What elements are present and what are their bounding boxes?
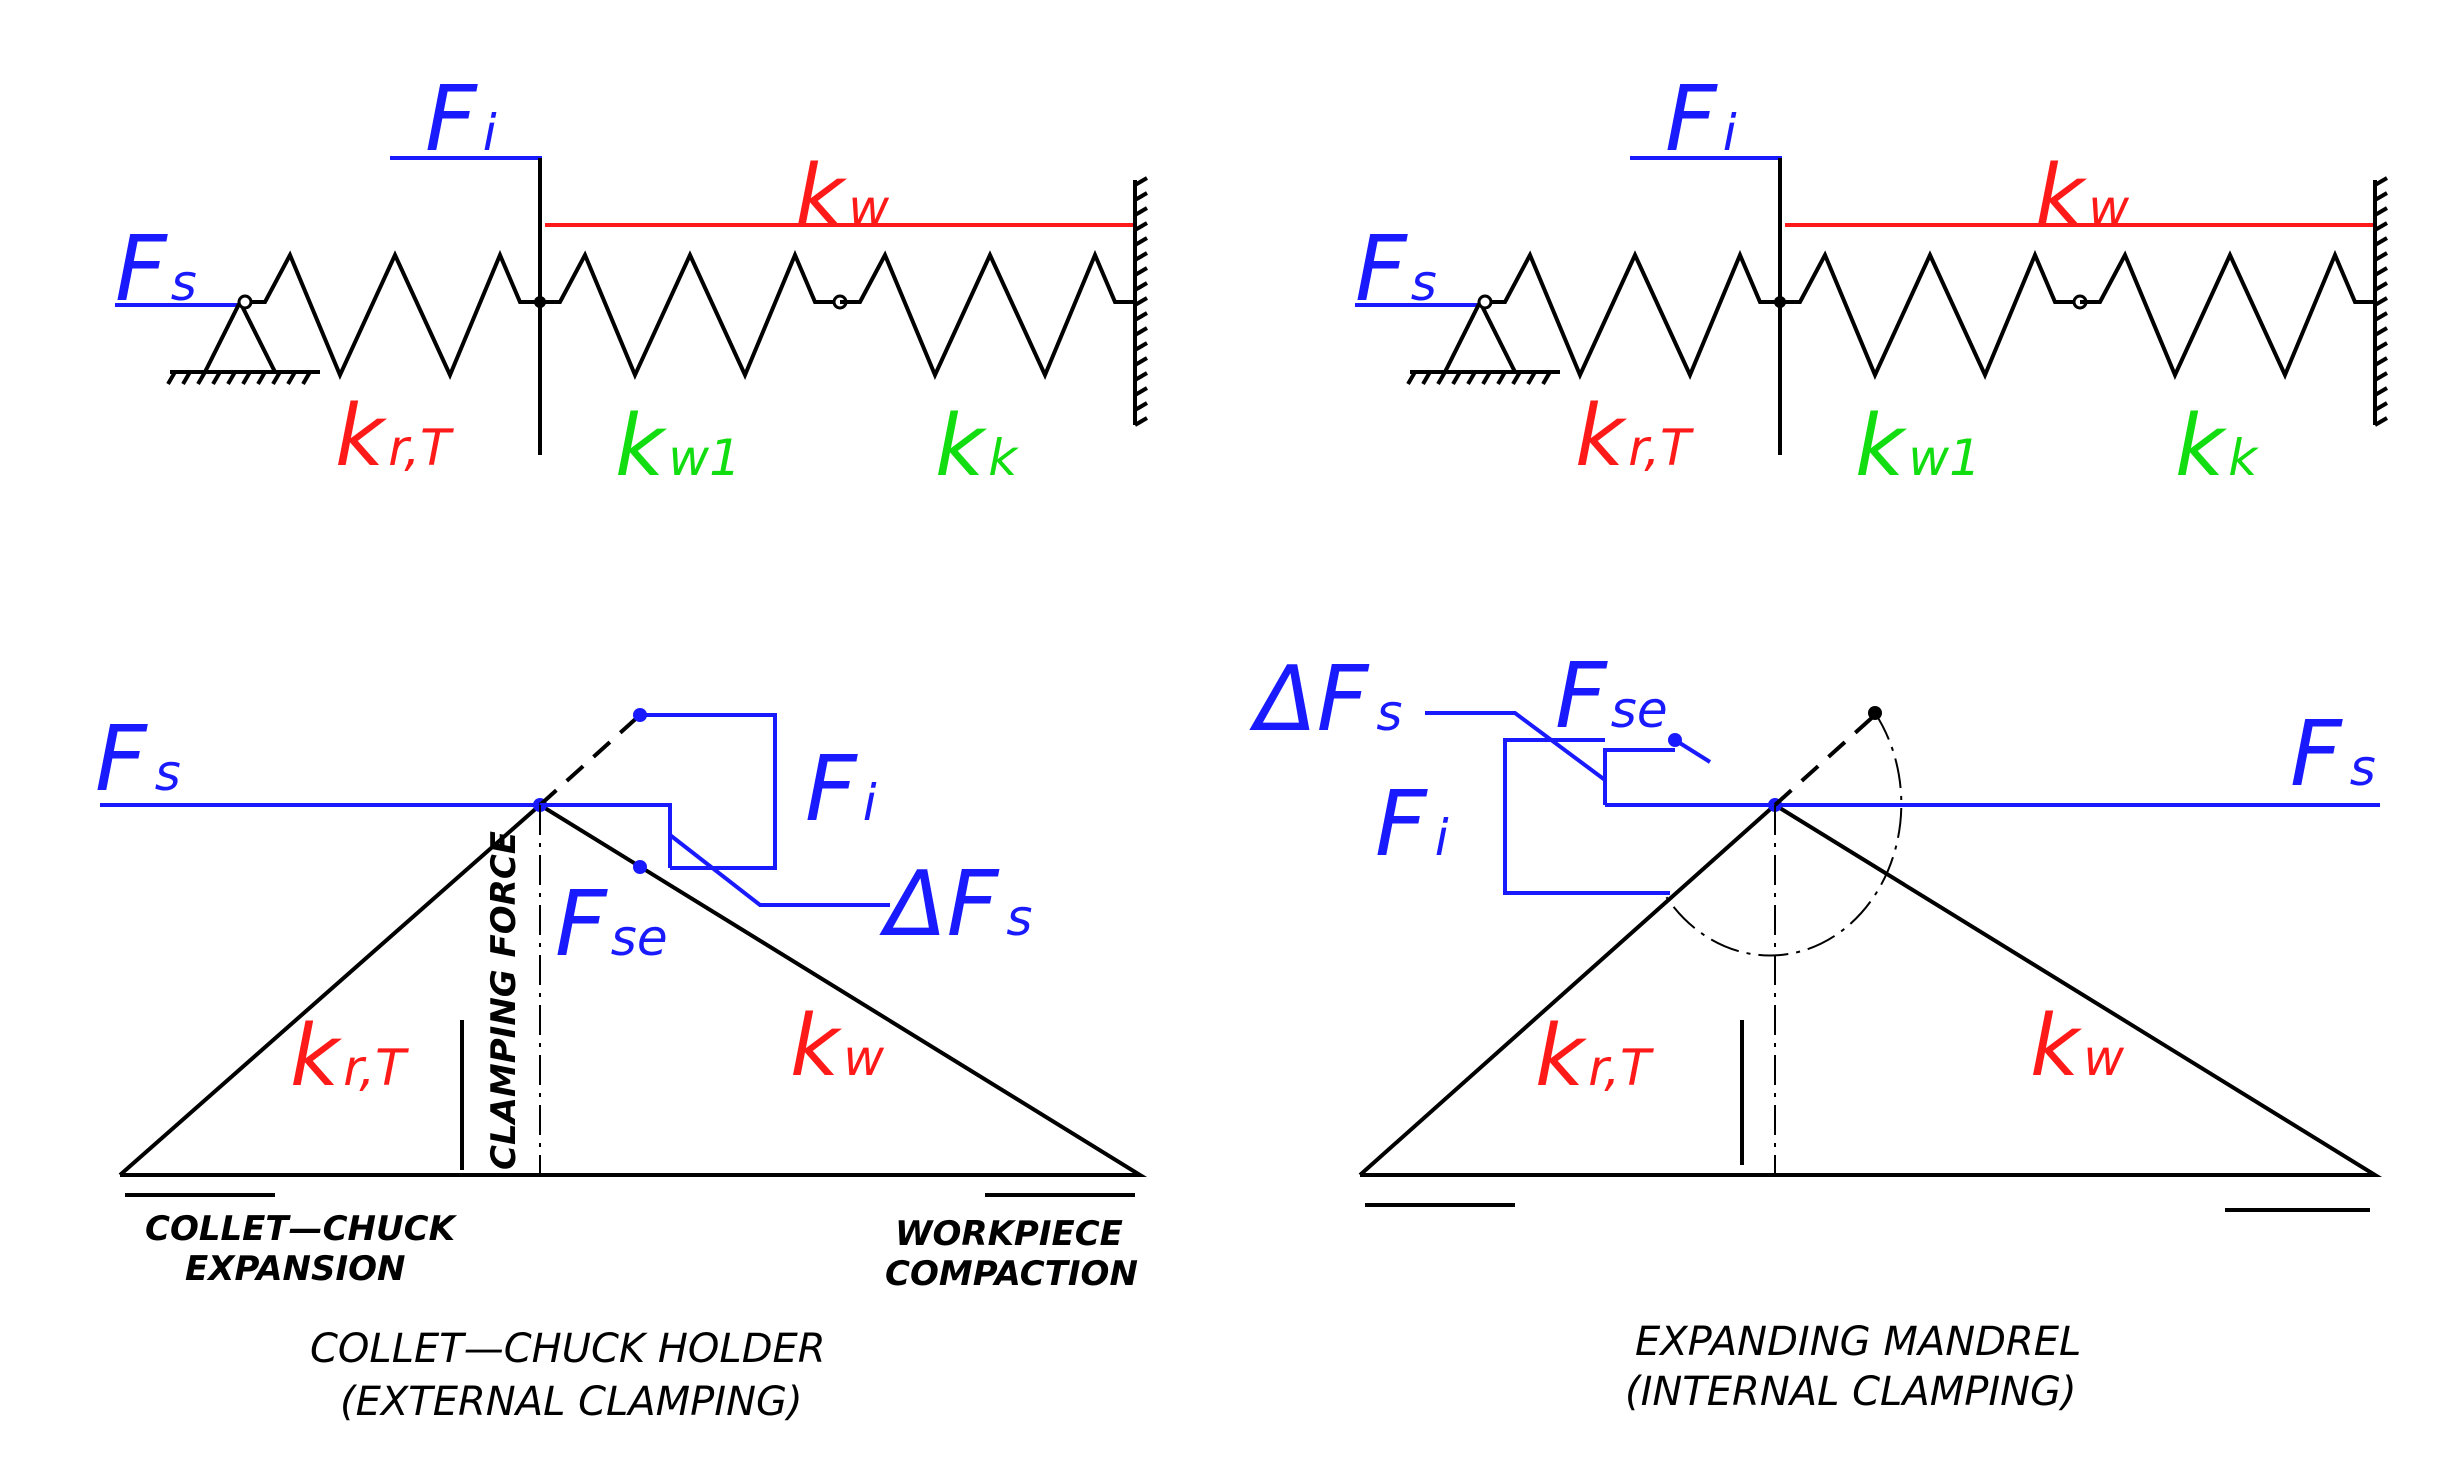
pivot-node <box>1477 294 1493 310</box>
pivot-node <box>237 294 253 310</box>
spring-kw1 <box>540 249 840 380</box>
collet-expansion-label-1: COLLET—CHUCK <box>145 1209 458 1249</box>
kw-label: kw <box>2035 147 2129 246</box>
fse-node <box>633 860 647 874</box>
stiffness-triangle <box>1358 802 2383 1177</box>
wall-hatch <box>1133 176 1149 427</box>
kw1-label: kw1 <box>615 397 741 496</box>
support-triangle <box>201 297 279 374</box>
collet-expansion-label-2: EXPANSION <box>185 1249 406 1289</box>
fse-label: Fse <box>555 872 668 977</box>
kw-label: kw <box>790 997 884 1096</box>
fs-label: Fs <box>115 217 197 322</box>
fse-bracket <box>540 803 672 868</box>
spring-kw1 <box>1780 249 2080 380</box>
kr-t-label: kr,T <box>290 1007 409 1106</box>
spring-kr-t <box>245 249 540 380</box>
spring-kk <box>2080 249 2375 380</box>
kw-label: kw <box>2030 997 2124 1096</box>
kk-label: kk <box>2175 397 2259 496</box>
kw-label: kw <box>795 147 889 246</box>
fse-bracket <box>1603 748 1675 805</box>
fi-bracket <box>640 713 777 870</box>
wall-hatch <box>2373 176 2389 427</box>
kk-label: kk <box>935 397 1019 496</box>
kw1-label: kw1 <box>1855 397 1981 496</box>
workpiece-label-1: WORKPIECE <box>895 1214 1123 1254</box>
dashed-extension <box>538 713 642 807</box>
left-caption-1: COLLET—CHUCK HOLDER <box>310 1326 826 1372</box>
ground-hatch <box>166 370 312 386</box>
rotation-arc <box>1664 712 1903 957</box>
kr-t-label: kr,T <box>335 387 454 486</box>
right-caption-2: (INTERNAL CLAMPING) <box>1625 1369 2077 1415</box>
spring-kk <box>840 249 1135 380</box>
dfs-leader <box>668 833 890 907</box>
fs-label: Fs <box>1355 217 1437 322</box>
right-caption-1: EXPANDING MANDREL <box>1635 1319 2081 1365</box>
support-triangle <box>1441 297 1519 374</box>
fse-label: Fse <box>1555 644 1668 749</box>
ground-hatch <box>1406 370 1552 386</box>
clamping-force-label: CLAMPING FORCE <box>484 831 524 1170</box>
fi-bracket <box>1503 738 1670 895</box>
fse-tick <box>1673 738 1712 764</box>
dashed-extension <box>1773 713 1877 807</box>
kr-t-label: kr,T <box>1575 387 1694 486</box>
workpiece-label-2: COMPACTION <box>885 1254 1138 1294</box>
spring-kr-t <box>1485 249 1780 380</box>
dfs-leader <box>1425 711 1607 782</box>
kr-t-label: kr,T <box>1535 1007 1654 1106</box>
left-caption-2: (EXTERNAL CLAMPING) <box>340 1379 803 1425</box>
stiffness-triangle <box>118 802 1148 1177</box>
